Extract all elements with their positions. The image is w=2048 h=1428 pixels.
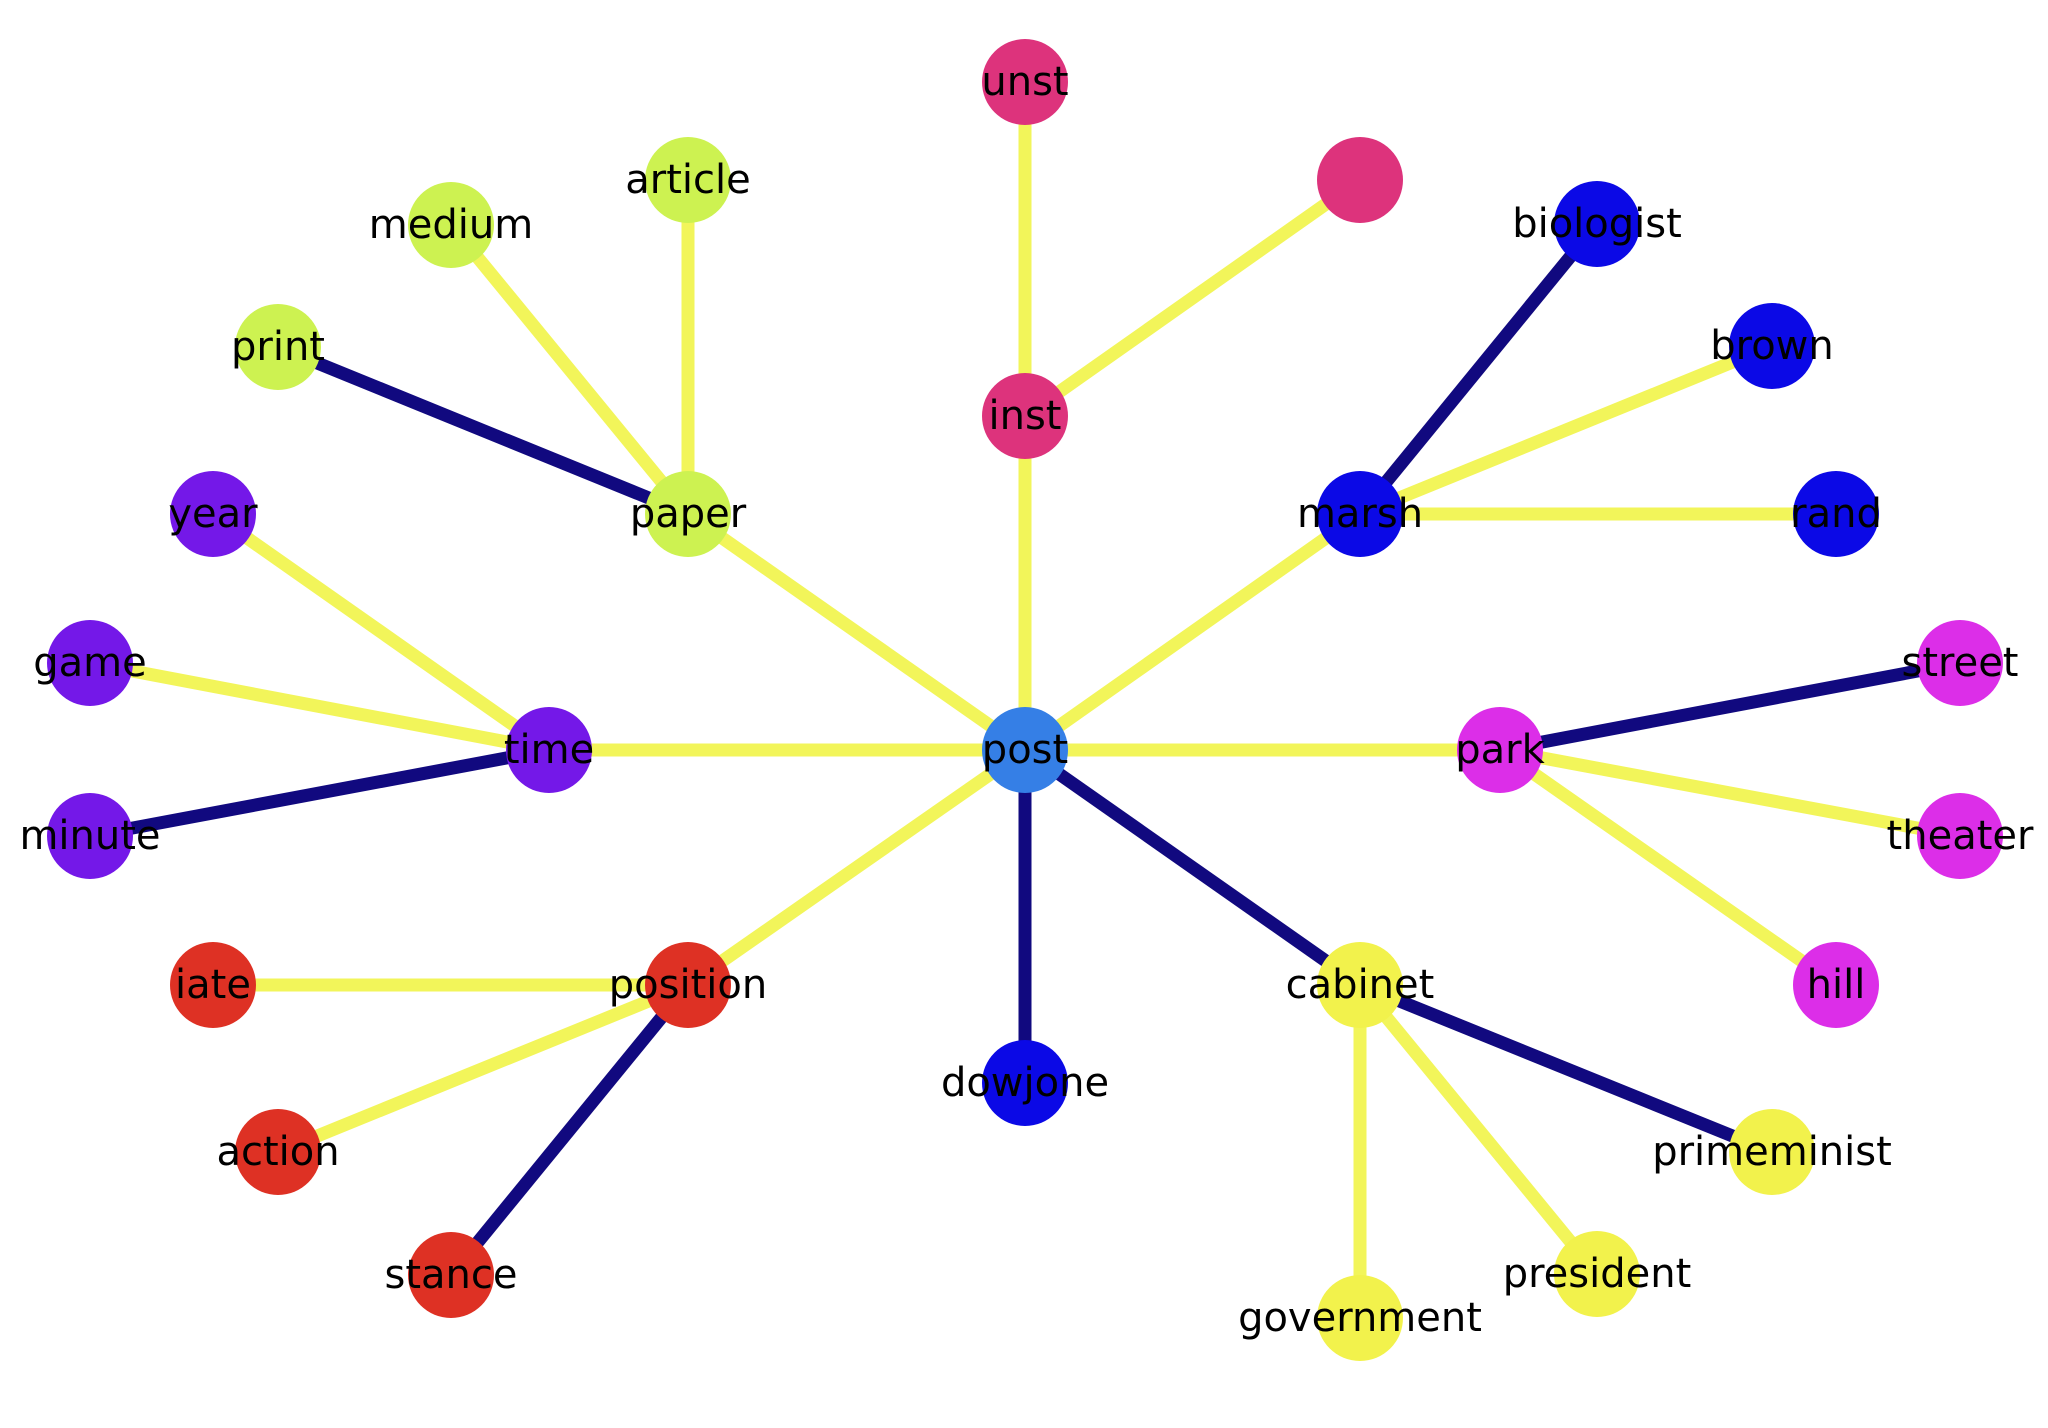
node-label-action: action [216, 1129, 339, 1175]
node-label-paper: paper [630, 491, 747, 537]
node-inst [982, 373, 1068, 459]
nodes-layer [47, 39, 2003, 1361]
node-marsh [1317, 471, 1403, 557]
node-label-government: government [1238, 1295, 1482, 1341]
edge-president-cabinet [1354, 980, 1603, 1279]
edge-street-park [1498, 656, 1962, 757]
node-stance [408, 1232, 494, 1318]
node-label-print: print [231, 324, 325, 370]
node-label-position: position [609, 962, 767, 1008]
node-label-theater: theater [1887, 813, 2034, 859]
edge-action-position [275, 978, 691, 1159]
node-label-medium: medium [369, 202, 533, 248]
node-post [982, 707, 1068, 793]
node-theater [1917, 793, 2003, 879]
edge-game-time [88, 656, 551, 757]
node-time [506, 707, 592, 793]
edge-medium-paper [445, 220, 694, 519]
node-label-brown: brown [1710, 323, 1834, 369]
node-label-inst: inst [989, 393, 1062, 439]
node-label-biologist: biologist [1512, 201, 1682, 247]
edge-year-time [209, 508, 553, 756]
node-brown [1729, 303, 1815, 389]
node-label-year: year [168, 491, 258, 537]
node-government [1317, 1275, 1403, 1361]
edge-theater-park [1498, 743, 1962, 843]
edge-biologist-marsh [1354, 219, 1603, 519]
node-label-cabinet: cabinet [1286, 962, 1435, 1008]
edge-paper-post [684, 508, 1029, 756]
node-biologist [1554, 181, 1640, 267]
node-rand [1793, 471, 1879, 557]
edges-layer [88, 82, 1962, 1318]
edge-position-post [684, 744, 1029, 991]
node-unlabeled [1317, 137, 1403, 223]
node-game [47, 620, 133, 706]
node-label-president: president [1503, 1251, 1692, 1297]
edge-print-paper [275, 340, 691, 521]
edge-minute-time [88, 743, 551, 843]
labels-layer: post unst inst article medium print paper biolo… [19, 59, 2034, 1341]
node-label-time: time [504, 727, 594, 773]
node-label-minute: minute [19, 813, 160, 859]
node-unst [982, 39, 1068, 125]
node-hill [1793, 942, 1879, 1028]
node-position [645, 942, 731, 1028]
node-print [235, 304, 321, 390]
node-label-game: game [33, 640, 146, 686]
edge-cabinet-post [1021, 744, 1364, 991]
node-president [1554, 1231, 1640, 1317]
edge-stance-position [445, 980, 694, 1280]
edge-primeminist-cabinet [1357, 978, 1775, 1159]
node-label-post: post [982, 727, 1068, 773]
node-label-marsh: marsh [1297, 491, 1423, 537]
edge-marsh-post [1021, 508, 1364, 756]
edge-brown-marsh [1357, 339, 1775, 521]
edge-hill-park [1496, 744, 1840, 991]
node-park [1457, 707, 1543, 793]
node-label-park: park [1455, 727, 1545, 773]
node-medium [408, 182, 494, 268]
node-label-stance: stance [385, 1252, 518, 1298]
node-label-iate: iate [175, 962, 251, 1008]
node-primeminist [1729, 1109, 1815, 1195]
node-label-street: street [1902, 640, 2019, 686]
edge-inst-unlabeled [1021, 174, 1364, 422]
node-label-article: article [625, 157, 750, 203]
node-paper [645, 471, 731, 557]
node-iate [170, 942, 256, 1028]
node-article [645, 137, 731, 223]
node-street [1917, 620, 2003, 706]
node-label-dowjone: dowjone [941, 1060, 1109, 1106]
node-label-unst: unst [981, 59, 1068, 105]
node-action [235, 1109, 321, 1195]
node-minute [47, 793, 133, 879]
node-label-hill: hill [1807, 962, 1866, 1008]
node-year [170, 471, 256, 557]
node-label-primeminist: primeminist [1652, 1129, 1892, 1175]
node-label-rand: rand [1790, 491, 1882, 537]
node-dowjone [982, 1040, 1068, 1126]
node-cabinet [1317, 942, 1403, 1028]
